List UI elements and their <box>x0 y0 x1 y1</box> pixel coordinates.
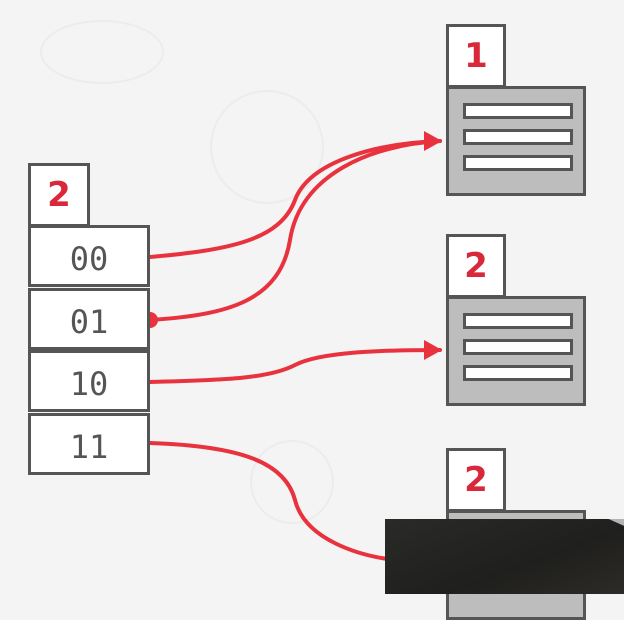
background-watermark <box>250 440 334 524</box>
extendible-hashing-diagram: 2 00 01 10 11 1 2 2 <box>28 20 624 620</box>
pointer-01-to-bucket-1 <box>148 139 442 322</box>
arrowhead-bucket-2 <box>424 340 442 360</box>
directory-slot-01: 01 <box>28 288 150 350</box>
bucket-1-entry <box>463 103 573 119</box>
bucket-1-entry <box>463 129 573 145</box>
bucket-2-entry <box>463 365 573 381</box>
video-light-streak <box>530 519 624 550</box>
bucket-2-entry <box>463 313 573 329</box>
background-watermark <box>40 20 164 84</box>
bucket-1-local-depth: 1 <box>446 24 506 88</box>
global-depth-label: 2 <box>28 163 90 227</box>
pointer-10-to-bucket-2 <box>148 348 442 384</box>
bucket-3-local-depth: 2 <box>446 448 506 512</box>
arrowhead-bucket-1 <box>424 131 442 151</box>
bucket-2-local-depth: 2 <box>446 234 506 298</box>
directory-slot-10: 10 <box>28 350 150 412</box>
bucket-1-entry <box>463 155 573 171</box>
pointer-00-to-bucket-1 <box>148 139 442 259</box>
pointer-11-to-bucket-3 <box>148 441 397 562</box>
directory-slot-11: 11 <box>28 413 150 475</box>
video-overlay <box>385 519 624 594</box>
bucket-2 <box>446 296 586 406</box>
bucket-2-entry <box>463 339 573 355</box>
background-watermark <box>210 90 324 204</box>
directory-slot-00: 00 <box>28 225 150 287</box>
bucket-1 <box>446 86 586 196</box>
